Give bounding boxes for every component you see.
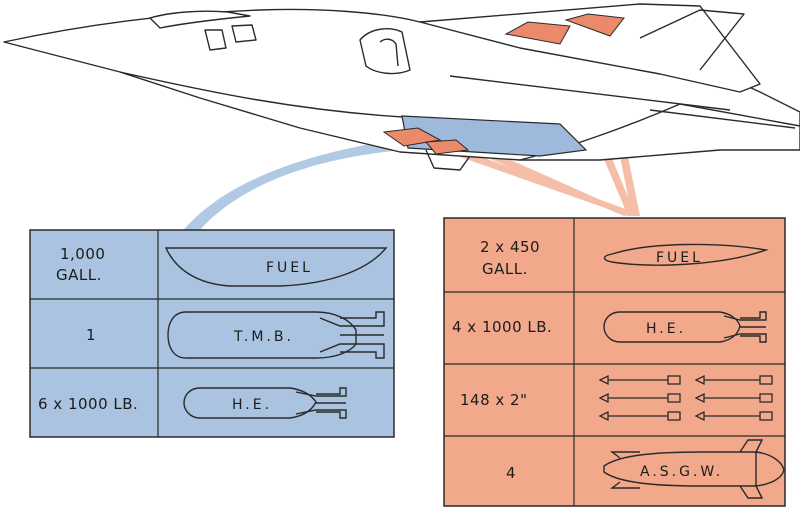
- external-fuel-qty-line1: 2 x 450: [480, 238, 540, 256]
- internal-he-qty: 6 x 1000 LB.: [38, 395, 138, 413]
- internal-row-he: 6 x 1000 LB. H.E.: [38, 387, 347, 419]
- rocket-icon: [598, 374, 773, 422]
- external-pylons: [382, 13, 625, 155]
- canopy: [149, 10, 251, 29]
- internal-tmb-label: T.M.B.: [233, 329, 294, 345]
- internal-fuel-label: FUEL: [266, 260, 313, 276]
- external-asgw-label: A.S.G.W.: [640, 464, 723, 480]
- fuel-tank-icon: [164, 247, 388, 287]
- internal-he-label: H.E.: [232, 397, 272, 413]
- missile-icon: [603, 439, 785, 499]
- external-row-he: 4 x 1000 LB. H.E.: [452, 311, 767, 343]
- internal-row-fuel: 1,000 GALL. FUEL: [56, 245, 388, 287]
- external-fuel-qty-line2: GALL.: [482, 260, 528, 278]
- aircraft-illustration: [3, 3, 800, 171]
- wing: [419, 3, 761, 93]
- internal-fuel-qty-line2: GALL.: [56, 266, 102, 284]
- internal-fuel-qty-line1: 1,000: [60, 245, 105, 263]
- external-row-asgw: 4 A.S.G.W.: [506, 439, 785, 499]
- drop-tank-icon: [603, 243, 769, 266]
- svg-text:GALL.: GALL.: [56, 266, 102, 284]
- air-intake: [359, 28, 411, 75]
- bomb-icon: [603, 311, 767, 343]
- tail-fin: [639, 9, 745, 71]
- svg-text:1,000: 1,000: [60, 245, 105, 263]
- internal-tmb-qty: 1: [86, 326, 96, 344]
- external-row-rockets: 148 x 2": [460, 374, 773, 422]
- external-he-label: H.E.: [646, 321, 686, 337]
- external-row-fuel: 2 x 450 GALL. FUEL: [480, 238, 769, 278]
- external-fuel-label: FUEL: [656, 250, 703, 266]
- external-he-qty: 4 x 1000 LB.: [452, 318, 552, 336]
- external-asgw-qty: 4: [506, 464, 516, 482]
- internal-row-tmb: 1 T.M.B.: [86, 311, 385, 359]
- bomb-icon: [183, 387, 347, 419]
- internal-connector-beam: [182, 138, 410, 232]
- external-rockets-qty: 148 x 2": [460, 391, 528, 409]
- bomb-icon: [167, 311, 385, 359]
- internal-stores-panel: 1,000 GALL. FUEL 1 T.M.B. 6 x 1000 LB. H…: [29, 229, 395, 438]
- external-stores-panel: 2 x 450 GALL. FUEL 4 x 1000 LB. H.E. 148…: [443, 217, 786, 507]
